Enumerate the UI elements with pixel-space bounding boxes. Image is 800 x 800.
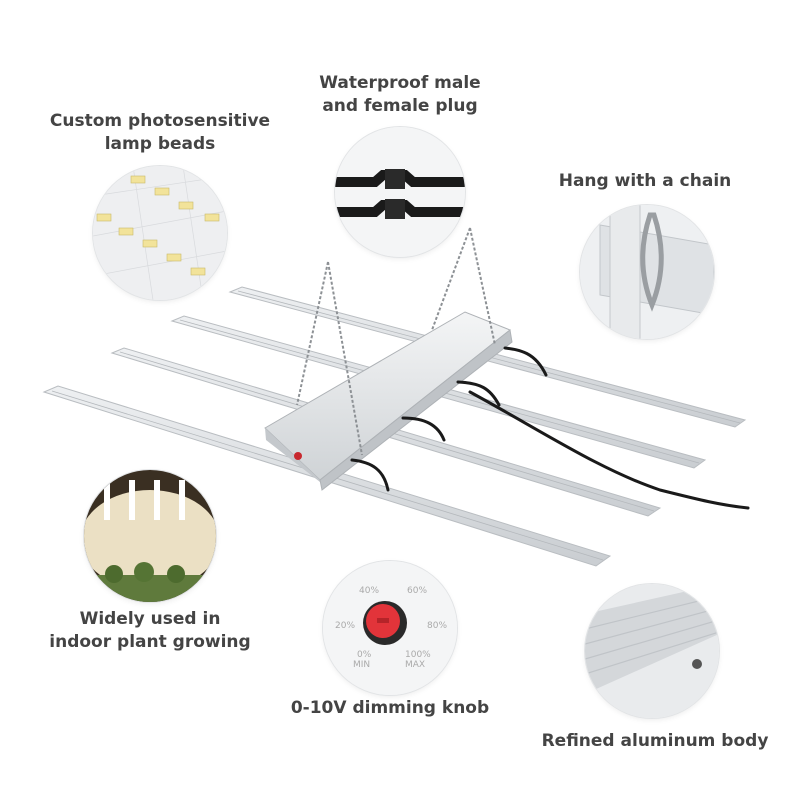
indoor-plant-growing-photo xyxy=(84,470,216,602)
aluminum-body-photo xyxy=(585,584,719,718)
cable-connectors xyxy=(350,346,750,510)
hanging-chain xyxy=(296,227,496,456)
waterproof-plug-photo xyxy=(335,127,465,257)
feature-label-plant: Widely used in indoor plant growing xyxy=(49,609,251,652)
driver-housing xyxy=(264,311,513,491)
feature-label-chain: Hang with a chain xyxy=(558,171,732,191)
feature-label-beads: Custom photosensitive lamp beads xyxy=(49,111,271,154)
knob-mark-0: 0% xyxy=(357,650,372,660)
knob-mark-40: 40% xyxy=(359,586,379,596)
power-switch-icon xyxy=(294,452,302,460)
knob-mark-max: MAX xyxy=(405,660,425,670)
dimming-knob-photo: 40% 60% 20% 80% 0% MIN 100% MAX xyxy=(323,561,457,695)
feature-label-knob: 0-10V dimming knob xyxy=(290,698,490,718)
knob-mark-20: 20% xyxy=(335,621,355,631)
knob-mark-100: 100% xyxy=(405,650,431,660)
feature-label-aluminum: Refined aluminum body xyxy=(541,731,769,751)
knob-mark-min: MIN xyxy=(353,660,370,670)
knob-mark-80: 80% xyxy=(427,621,447,631)
feature-label-plug: Waterproof male and female plug xyxy=(319,73,481,116)
knob-mark-60: 60% xyxy=(407,586,427,596)
hang-chain-photo xyxy=(580,205,714,339)
led-beads-photo xyxy=(93,166,227,300)
